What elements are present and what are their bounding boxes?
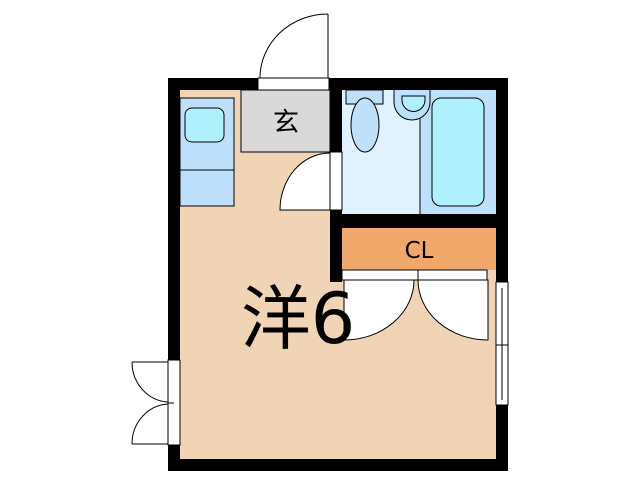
main-room-label: 洋6	[241, 278, 356, 360]
washbasin-icon	[393, 90, 431, 121]
closet-doors[interactable]	[343, 270, 489, 341]
entrance-label: 玄	[273, 108, 299, 138]
toilet-icon	[345, 89, 384, 153]
sink-icon	[184, 107, 225, 143]
bathtub-icon	[431, 97, 485, 207]
bathroom-door[interactable]	[279, 151, 343, 211]
walls	[168, 78, 508, 471]
closet-floor	[342, 228, 496, 270]
entrance-floor	[240, 89, 331, 153]
entrance-door[interactable]	[257, 13, 330, 91]
window	[495, 281, 509, 406]
closet-label: CL	[405, 238, 434, 264]
balcony-door[interactable]	[131, 359, 181, 446]
kitchen-counter	[179, 97, 235, 207]
